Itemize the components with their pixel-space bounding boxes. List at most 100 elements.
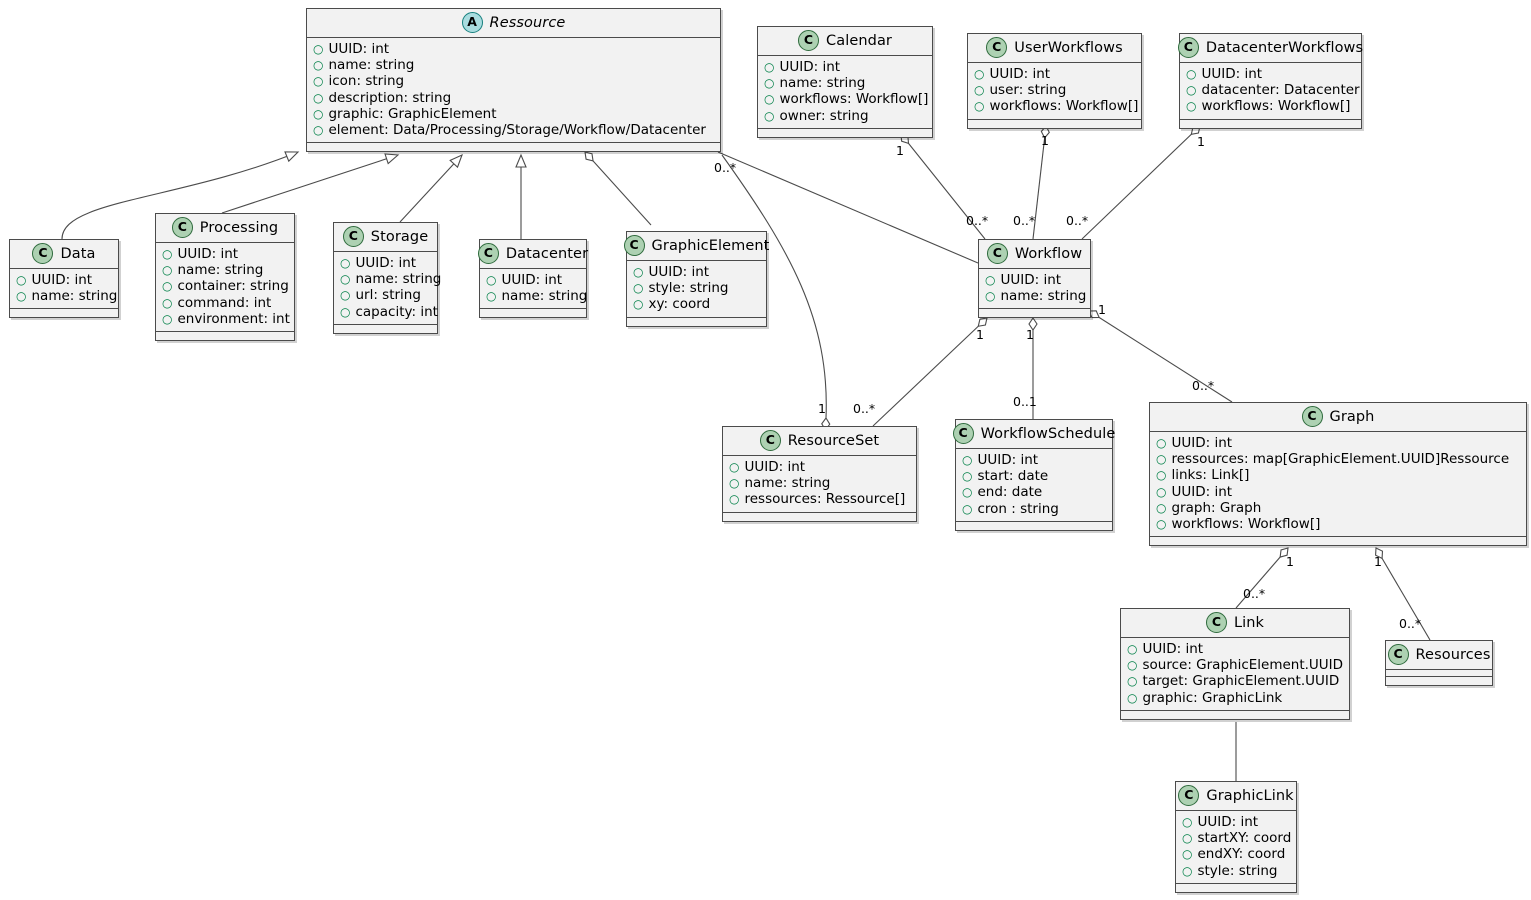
class-attributes-graph: ○ UUID: int ○ ressources: map[GraphicElemen… (1150, 432, 1526, 538)
attribute-text: capacity: int (355, 303, 438, 320)
multiplicity-label: 1 (1374, 554, 1382, 569)
visibility-public-icon: ○ (16, 289, 27, 304)
attribute-row: ○environment: int (162, 311, 290, 327)
visibility-public-icon: ○ (313, 123, 324, 138)
visibility-public-icon: ○ (974, 83, 985, 98)
attribute-row: ○owner: string (764, 108, 926, 124)
visibility-public-icon: ○ (962, 469, 973, 484)
attribute-row: ○container: string (162, 278, 289, 294)
visibility-public-icon: ○ (1156, 500, 1167, 515)
attribute-text: links: Link[] (1171, 467, 1250, 484)
class-name-userworkflows: UserWorkflows (1014, 39, 1123, 56)
multiplicity-label: 0..* (1243, 586, 1266, 601)
attribute-text: UUID: int (177, 246, 239, 262)
attribute-row: ○cron : string (962, 501, 1106, 517)
attribute-row: ○UUID: int (985, 272, 1084, 288)
class-name-data: Data (60, 245, 96, 262)
attribute-text: UUID: int (328, 41, 390, 57)
attribute-row: ○links: Link[] (1156, 467, 1520, 483)
visibility-public-icon: ○ (633, 281, 644, 296)
multiplicity-label: 1 (896, 143, 904, 158)
attribute-row: ○icon: string (313, 73, 714, 89)
attribute-row: ○ style: string (633, 280, 760, 296)
attribute-row: ○startXY: coord (1182, 830, 1291, 846)
attribute-row: ○workflows: Workflow[] (1156, 516, 1520, 532)
attribute-text: cron : string (977, 500, 1059, 517)
attribute-text: description: string (328, 89, 452, 106)
multiplicity-label: 0..* (853, 401, 876, 416)
multiplicity-label: 1 (1197, 134, 1205, 149)
visibility-public-icon: ○ (1156, 484, 1167, 499)
class-attributes-datacenterworkflows: ○UUID: int○datacenter: Datacenter○workfl… (1180, 63, 1361, 120)
class-methods-processing (156, 332, 294, 341)
class-icon: C (1387, 644, 1409, 665)
attribute-text: user: string (989, 82, 1067, 99)
attribute-row: ○UUID: int (1182, 814, 1290, 830)
multiplicity-label: 0..* (1013, 213, 1036, 228)
attribute-text: UUID: int (1171, 435, 1233, 451)
visibility-public-icon: ○ (340, 304, 351, 319)
class-icon: C (342, 226, 364, 247)
attribute-text: UUID: int (355, 255, 417, 271)
visibility-public-icon: ○ (1127, 674, 1138, 689)
attribute-row: ○name: string (486, 288, 587, 304)
attribute-row: ○start: date (962, 468, 1106, 484)
class-icon: C (623, 235, 645, 256)
class-attributes-graphicelement: ○UUID: int○style: string○xy: coord (627, 261, 766, 318)
attribute-text: workflows: Workflow[] (779, 91, 929, 108)
attribute-row: ○name: string (764, 75, 926, 91)
class-methods-datacenter (480, 309, 586, 318)
visibility-public-icon: ○ (633, 297, 644, 312)
class-methods-resources (1386, 677, 1492, 685)
multiplicity-label: 0..* (714, 160, 737, 175)
multiplicity-label: 1 (1098, 302, 1106, 317)
class-attributes-link: ○UUID: int○source: GraphicElement.UUID○t… (1121, 638, 1349, 711)
attribute-text: ressources: map[GraphicElement.UUID]Ress… (1171, 451, 1510, 468)
multiplicity-label: 1 (1041, 133, 1049, 148)
multiplicity-label: 0..* (1192, 378, 1215, 393)
visibility-public-icon: ○ (1182, 847, 1193, 862)
class-icon: C (986, 37, 1008, 58)
visibility-public-icon: ○ (162, 247, 173, 261)
attribute-text: UUID: int (1201, 66, 1263, 82)
attribute-row: ○command: int (162, 295, 288, 311)
class-methods-calendar (758, 128, 932, 137)
class-name-processing: Processing (199, 219, 279, 236)
visibility-public-icon: ○ (1127, 690, 1138, 705)
attribute-row: ○UUID: int (764, 59, 926, 75)
edge-processing-ressource (221, 153, 400, 214)
attribute-row: ○ressources: Ressource[] (729, 491, 910, 507)
attribute-text: command: int (177, 294, 272, 311)
attribute-text: name: string (779, 75, 866, 92)
attribute-text: style: string (648, 280, 729, 297)
attribute-text: UUID: int (1171, 483, 1233, 500)
visibility-public-icon: ○ (1182, 831, 1193, 846)
attribute-row: ○UUID: int (633, 264, 760, 280)
visibility-public-icon: ○ (729, 476, 740, 491)
attribute-text: end: date (977, 484, 1043, 501)
attribute-text: url: string (355, 287, 421, 304)
attribute-text: name: string (355, 271, 442, 288)
